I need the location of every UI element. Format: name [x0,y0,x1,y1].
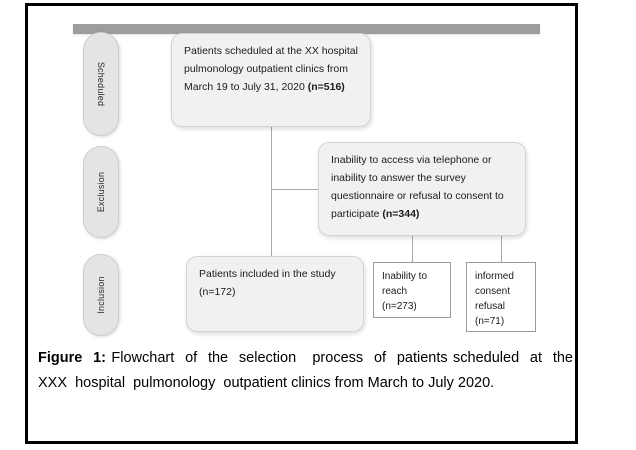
node-refusal-text: informed consent refusal [475,271,514,312]
figure-page-frame: Scheduled Exclusion Inclusion Patients s… [25,3,578,444]
node-exclusion-text: Inability to access via telephone or ina… [331,154,504,220]
stage-pill-exclusion-label: Exclusion [96,171,106,213]
node-included: Patients included in the study (n=172) [186,256,364,332]
stage-pill-inclusion-label: Inclusion [96,276,106,314]
stage-pill-scheduled: Scheduled [83,32,119,136]
stage-pill-scheduled-label: Scheduled [96,61,106,107]
stage-pill-exclusion: Exclusion [83,146,119,238]
node-scheduled-count: (n=516) [307,81,345,93]
node-exclusion-count: (n=344) [382,208,420,220]
connector-branch-to-exclusion [271,189,318,190]
node-exclusion: Inability to access via telephone or ina… [318,142,526,236]
stage-pill-inclusion: Inclusion [83,254,119,336]
connector-exclusion-to-unreached [412,236,413,262]
figure-caption-label: Figure 1: [38,350,107,366]
node-unreached-count: (n=273) [382,301,417,312]
node-scheduled-text: Patients scheduled at the XX hospital pu… [184,45,358,93]
node-refusal: informed consent refusal (n=71) [466,262,536,332]
figure-caption: Figure 1: Flowchart of the selection pro… [28,346,575,441]
node-included-text: Patients included in the study [199,268,336,280]
node-scheduled: Patients scheduled at the XX hospital pu… [171,33,371,127]
connector-exclusion-to-refusal [501,236,502,262]
flowchart-figure: Scheduled Exclusion Inclusion Patients s… [28,6,575,338]
node-included-count: (n=172) [199,286,236,298]
node-unreached-text: Inability to reach [382,271,428,297]
node-unreached: Inability to reach (n=273) [373,262,451,318]
node-refusal-count: (n=71) [475,316,505,327]
figure-caption-text: Flowchart of the selection process of pa… [38,350,573,391]
header-rule-bar [73,24,540,34]
connector-scheduled-to-included [271,127,272,256]
